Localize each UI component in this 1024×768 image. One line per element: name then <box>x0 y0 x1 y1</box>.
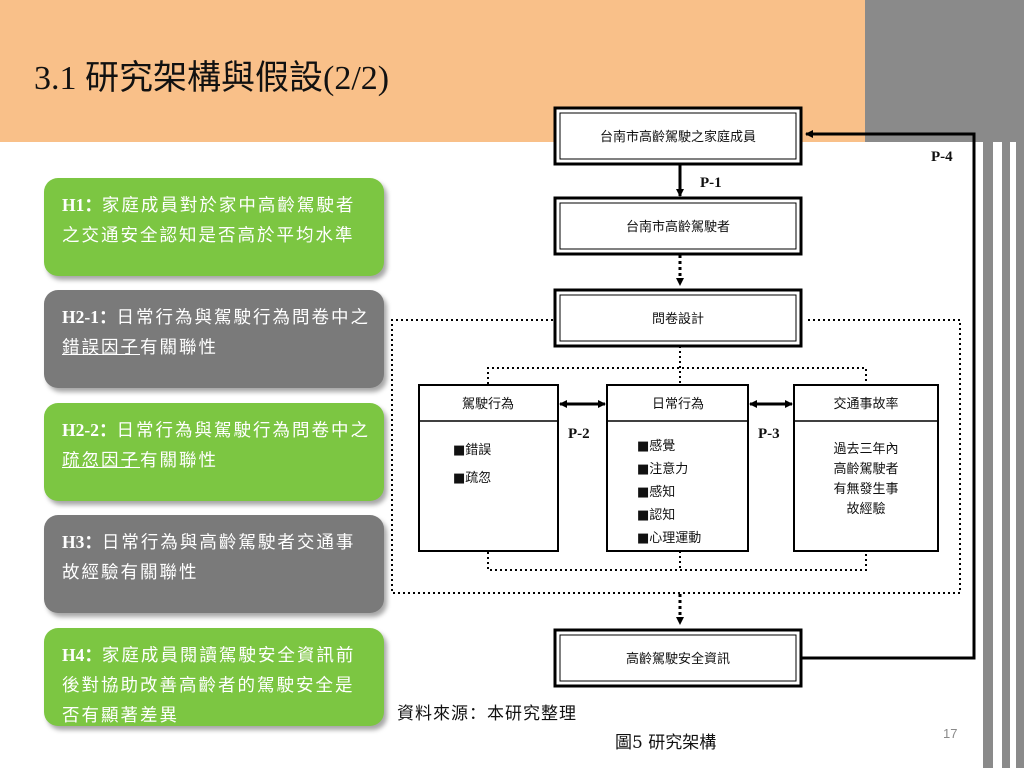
hypothesis-id: H2-1： <box>62 307 117 327</box>
path-p2-label: P-2 <box>568 426 590 442</box>
hypothesis-id: H2-2： <box>62 420 117 440</box>
hypothesis-emphasis: 疏忽因子 <box>62 451 140 471</box>
accident-rate-line: 有無發生事 <box>833 482 898 497</box>
hypothesis-id: H3： <box>62 532 102 552</box>
path-p1-label: P-1 <box>700 175 722 191</box>
daily-behavior-box: 日常行為 ■感覺 ■注意力 ■感知 ■認知 ■心理運動 <box>606 384 749 552</box>
factor-branch-lines <box>487 346 867 571</box>
hypothesis-h2-2: H2-2：日常行為與駕駛行為問卷中之疏忽因子有關聯性 <box>44 403 384 501</box>
path-p2-arrow: P-2 <box>559 400 606 442</box>
accident-rate-title: 交通事故率 <box>833 396 898 412</box>
accident-rate-box: 交通事故率 過去三年內 高齡駕駛者 有無發生事 故經驗 <box>793 384 939 552</box>
corner-band <box>865 0 1024 142</box>
hypothesis-emphasis: 錯誤因子 <box>62 338 140 358</box>
source-note: 資料來源：本研究整理 <box>397 704 577 724</box>
figure-caption: 圖5 研究架構 <box>615 733 717 753</box>
accident-rate-line: 故經驗 <box>846 502 885 517</box>
bullet-item: ■疏忽 <box>453 471 491 486</box>
bullet-item: ■注意力 <box>637 461 688 477</box>
path-p4-label: P-4 <box>931 149 953 165</box>
hypothesis-text: 家庭成員對於家中高齡駕駛者之交通安全認知是否高於平均水準 <box>62 196 356 246</box>
safety-info-label: 高齡駕駛安全資訊 <box>626 651 730 667</box>
hypothesis-text: 家庭成員閱讀駕駛安全資訊前後對協助改善高齡者的駕駛安全是否有顯著差異 <box>62 646 356 726</box>
hypothesis-text: 日常行為與高齡駕駛者交通事故經驗有關聯性 <box>62 533 356 583</box>
hypothesis-text: 日常行為與駕駛行為問卷中之 <box>116 421 370 441</box>
bullet-item: ■認知 <box>637 507 675 523</box>
senior-driver-label: 台南市高齡駕駛者 <box>626 219 730 235</box>
bullet-item: ■心理運動 <box>637 531 701 546</box>
accident-rate-line: 高齡駕駛者 <box>833 461 898 477</box>
family-members-label: 台南市高齡駕駛之家庭成員 <box>600 129 756 145</box>
hypothesis-text: 日常行為與駕駛行為問卷中之 <box>116 308 370 328</box>
hypothesis-h4: H4：家庭成員閱讀駕駛安全資訊前後對協助改善高齡者的駕駛安全是否有顯著差異 <box>44 628 384 726</box>
hypothesis-h3: H3：日常行為與高齡駕駛者交通事故經驗有關聯性 <box>44 515 384 613</box>
accident-rate-line: 過去三年內 <box>833 442 898 457</box>
decorative-bar <box>983 142 993 768</box>
decorative-bar <box>1002 142 1010 768</box>
bullet-item: ■錯誤 <box>453 442 491 458</box>
path-p3-arrow: P-3 <box>749 400 793 442</box>
path-p3-label: P-3 <box>758 426 780 442</box>
hypothesis-h2-1: H2-1：日常行為與駕駛行為問卷中之錯誤因子有關聯性 <box>44 290 384 388</box>
slide-title: 3.1 研究架構與假設(2/2) <box>34 60 390 97</box>
questionnaire-design-label: 問卷設計 <box>652 311 704 327</box>
family-members-box: 台南市高齡駕駛之家庭成員 <box>553 106 803 166</box>
bullet-item: ■感知 <box>637 484 675 500</box>
hypothesis-id: H1： <box>62 195 102 215</box>
driving-behavior-box: 駕駛行為 ■錯誤 ■疏忽 <box>418 384 559 552</box>
driving-behavior-title: 駕駛行為 <box>462 396 514 412</box>
page-number: 17 <box>943 726 958 741</box>
senior-driver-box: 台南市高齡駕駛者 <box>553 196 803 256</box>
hypothesis-text: 有關聯性 <box>140 338 218 358</box>
path-p1-arrow: P-1 <box>676 164 722 197</box>
questionnaire-design-box: 問卷設計 <box>553 288 803 348</box>
path-p4-arrow: P-4 <box>802 130 976 660</box>
safety-info-box: 高齡駕駛安全資訊 <box>553 628 803 688</box>
questionnaire-region <box>391 319 961 594</box>
hypothesis-text: 有關聯性 <box>140 451 218 471</box>
hypothesis-id: H4： <box>62 645 102 665</box>
daily-behavior-title: 日常行為 <box>652 396 704 412</box>
bullet-item: ■感覺 <box>637 438 675 454</box>
hypothesis-h1: H1：家庭成員對於家中高齡駕駛者之交通安全認知是否高於平均水準 <box>44 178 384 276</box>
decorative-bar <box>1016 142 1024 768</box>
